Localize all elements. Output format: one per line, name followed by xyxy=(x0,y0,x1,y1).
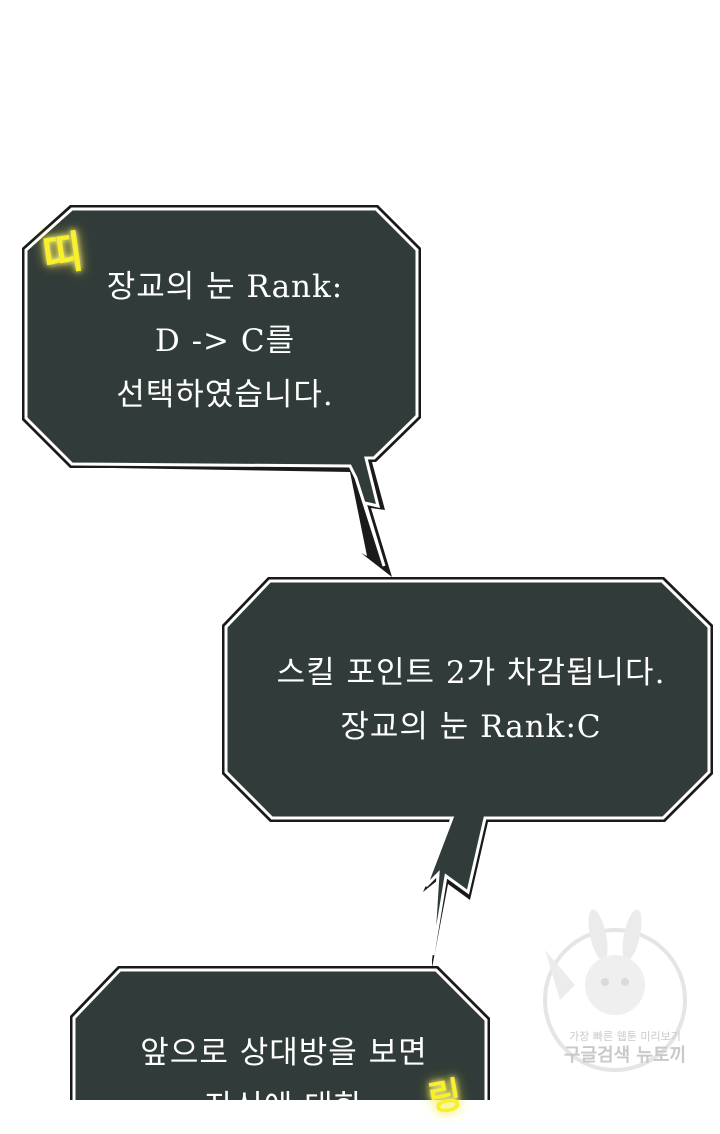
watermark-text: 가장 빠른 웹툰 미리보기 구글검색 뉴토끼 xyxy=(532,1030,718,1068)
bubble-3-line-2: 자신에 대한 xyxy=(204,1089,364,1125)
speech-bubble-3-text: 앞으로 상대방을 보면 자신에 대한 xyxy=(84,1026,484,1134)
speech-bubble-2-text: 스킬 포인트 2가 차감됩니다. 장교의 눈 Rank:C xyxy=(236,646,706,754)
bubble-1-line-3: 선택하였습니다. xyxy=(116,377,334,413)
speech-bubble-3 xyxy=(70,966,490,1100)
speech-bubble-2 xyxy=(222,577,713,968)
watermark-line-2: 구글검색 뉴토끼 xyxy=(563,1045,687,1066)
speech-bubbles-layer xyxy=(22,205,713,1100)
speech-bubble-1-text: 장교의 눈 Rank: D -> C를 선택하였습니다. xyxy=(60,260,390,422)
watermark-line-1: 가장 빠른 웹툰 미리보기 xyxy=(569,1030,681,1043)
bubble-1-line-1: 장교의 눈 Rank: xyxy=(106,269,344,305)
bubble-1-line-2: D -> C를 xyxy=(154,323,296,359)
watermark-rabbit-emblem xyxy=(543,909,687,1072)
bubble-2-line-1: 스킬 포인트 2가 차감됩니다. xyxy=(276,655,666,691)
sfx-ding-top: 띠 xyxy=(39,226,87,283)
bubble-3-line-1: 앞으로 상대방을 보면 xyxy=(140,1035,428,1071)
bubble-2-line-2: 장교의 눈 Rank:C xyxy=(340,709,602,745)
webtoon-panel: 장교의 눈 Rank: D -> C를 선택하였습니다. 스킬 포인트 2가 차… xyxy=(22,205,718,1121)
speech-bubble-1 xyxy=(22,205,421,577)
